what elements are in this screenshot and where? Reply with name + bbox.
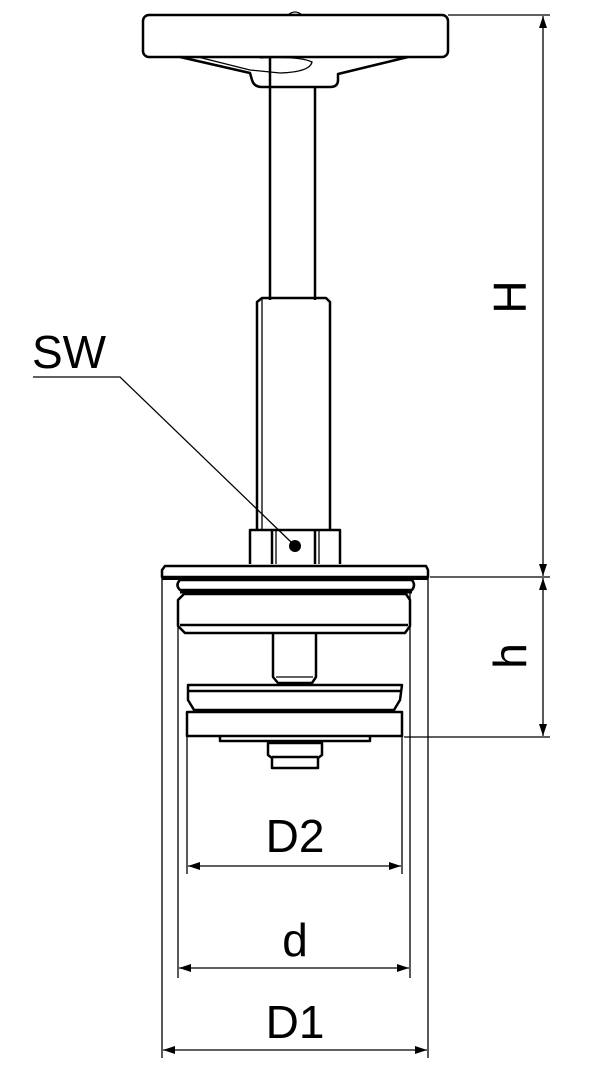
hex-nut <box>248 528 342 564</box>
dimension-D1: D1 <box>163 996 427 1054</box>
valve-body <box>160 564 430 770</box>
dimension-d: d <box>179 914 409 972</box>
extension-lines <box>161 14 550 1058</box>
dimension-label-D1: D1 <box>266 996 325 1048</box>
dimension-H: H <box>484 16 547 576</box>
dimension-h: h <box>484 578 547 736</box>
dimension-D2: D2 <box>188 810 401 870</box>
dimension-label-d: d <box>282 914 308 966</box>
dimension-label-D2: D2 <box>266 810 325 862</box>
stem <box>255 57 332 530</box>
sw-marker-dot <box>289 540 301 552</box>
handwheel <box>141 11 450 89</box>
sw-leader: SW <box>32 326 292 543</box>
dimension-label-h: h <box>484 643 536 669</box>
dimension-label-H: H <box>484 280 536 313</box>
sw-label: SW <box>32 326 107 378</box>
